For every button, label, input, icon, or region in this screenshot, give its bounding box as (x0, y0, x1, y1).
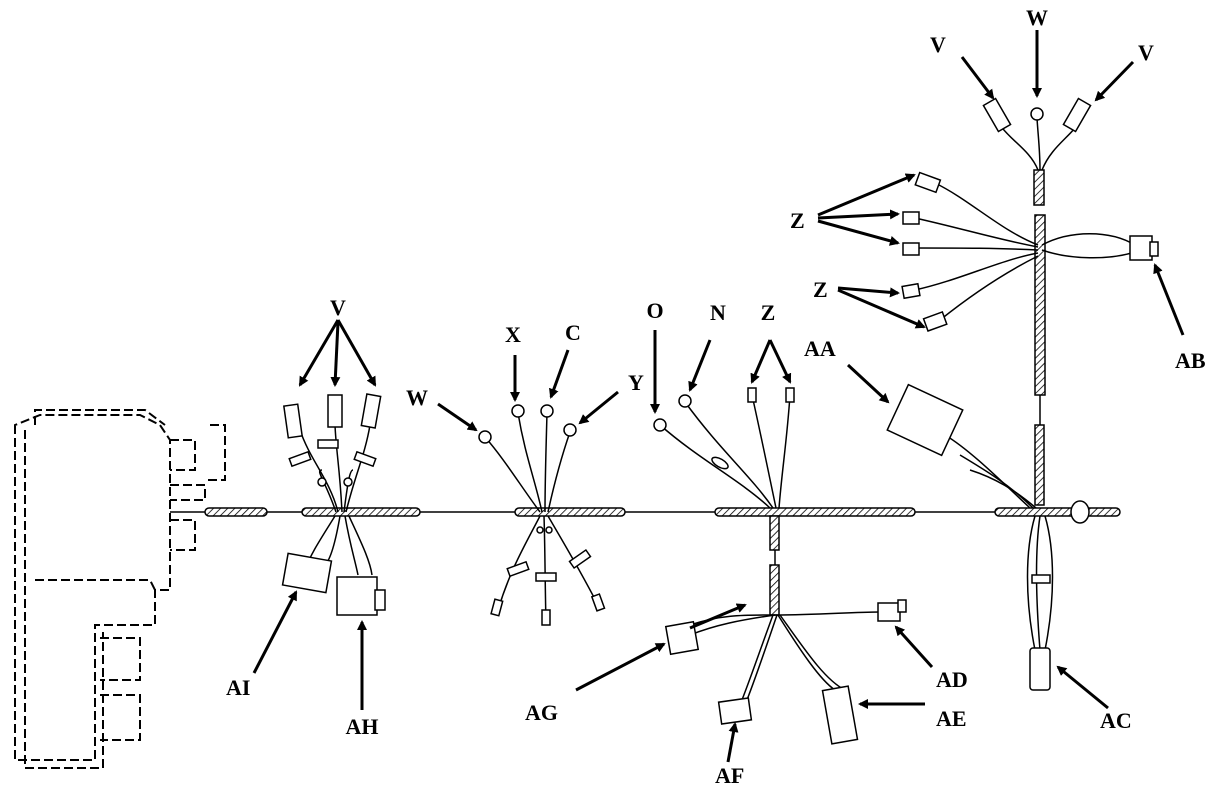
breakout-group-3 (653, 387, 907, 745)
main-trunk (170, 500, 1121, 524)
top-branch (901, 97, 1159, 425)
label-ae: AE (936, 706, 967, 731)
label-o: O (646, 298, 663, 323)
label-ag: AG (525, 700, 558, 725)
leader-arrows (252, 30, 1185, 763)
label-ai: AI (226, 675, 250, 700)
label-v-top-left: V (930, 32, 946, 57)
label-ah: AH (346, 714, 379, 739)
label-z-upper: Z (790, 208, 805, 233)
label-c: C (565, 320, 581, 345)
label-ab: AB (1175, 348, 1206, 373)
label-w-top: W (1026, 5, 1048, 30)
label-v-left: V (330, 295, 346, 320)
label-x: X (505, 322, 521, 347)
label-z-lower: Z (813, 277, 828, 302)
label-v-top-right: V (1138, 40, 1154, 65)
label-ac: AC (1100, 708, 1132, 733)
breakout-group-2 (478, 404, 606, 626)
label-ad: AD (936, 667, 968, 692)
label-af: AF (715, 763, 744, 788)
label-y: Y (628, 370, 644, 395)
callout-labels: V W V Z Z AB V X C Y W O N Z AA AI AH AG… (226, 5, 1206, 788)
label-z-mid: Z (761, 300, 776, 325)
component-outline (14, 409, 226, 769)
label-w-mid: W (406, 385, 428, 410)
label-n: N (710, 300, 726, 325)
label-aa: AA (804, 336, 836, 361)
breakout-group-1 (281, 393, 386, 616)
